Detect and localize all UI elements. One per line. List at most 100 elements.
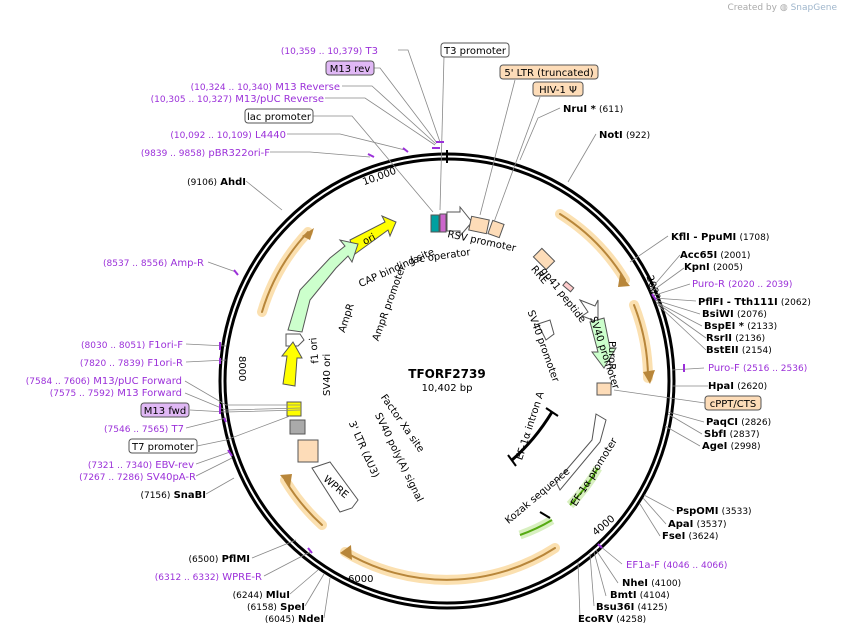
svg-text:(6244) MluI: (6244) MluI <box>233 590 290 601</box>
enzyme-pspomi: PspOMI <box>676 506 718 517</box>
svg-text:Puro-F (2516 .. 2536): Puro-F (2516 .. 2536) <box>708 363 807 374</box>
leader-lac <box>312 115 434 213</box>
enzyme-acc65i: Acc65I <box>680 250 717 261</box>
enzyme-fsei-pos: (3624) <box>688 532 718 542</box>
enzyme-ndei: NdeI <box>298 614 324 625</box>
ef1prom-arrow <box>555 413 607 491</box>
label-f1: f1 ori <box>308 337 321 364</box>
box-m13fwd-bg <box>140 402 190 418</box>
leader-pflfi <box>653 297 697 302</box>
primer-wpre-range: (6312 .. 6332) <box>155 573 219 583</box>
leader-ecorv <box>577 561 581 619</box>
leader-pbr <box>270 151 371 158</box>
ef1intron-bar <box>511 411 554 462</box>
ruler-6000: 6000 <box>348 574 373 585</box>
svg-text:NruI * (611): NruI * (611) <box>563 104 623 115</box>
box-lacprom-bg <box>244 108 314 124</box>
orf-arc-right-core <box>559 213 626 281</box>
enzyme-fsei: FseI <box>662 531 685 542</box>
label-ltr3: 3' LTR (ΔU3) <box>346 419 381 479</box>
ltr5-box <box>468 215 490 235</box>
kozak-marker <box>539 511 551 519</box>
box-t7prom: T7 promoter <box>131 442 195 453</box>
orf-head-5 <box>302 228 314 240</box>
rsv-arrow <box>446 205 473 238</box>
lacop-box <box>430 214 440 233</box>
enzyme-paqci: PaqCI <box>706 417 738 428</box>
box-lacprom: lac promoter <box>247 112 312 123</box>
svg-text:HpaI (2620): HpaI (2620) <box>708 381 767 392</box>
leader-bspei <box>655 301 703 327</box>
box-psi: HIV-1 Ψ <box>539 85 577 96</box>
f1-ori-arrow <box>280 341 303 387</box>
enzyme-bsteii-pos: (2154) <box>742 346 772 356</box>
primer-m13pucf-name: M13/pUC Forward <box>93 376 182 387</box>
mark-l4440 <box>402 147 409 153</box>
enzyme-pflfi: PflFI - Tth111I <box>698 297 778 308</box>
label-sv40ori: SV40 ori <box>322 354 333 396</box>
svg-text:Puro-R (2020 .. 2039): Puro-R (2020 .. 2039) <box>692 279 792 290</box>
wpre-arrow <box>311 461 359 513</box>
primer-f1r-name: F1ori-R <box>147 358 183 369</box>
leader-t3 <box>398 49 441 143</box>
leader-cppt <box>613 389 706 404</box>
svg-text:(10,324 .. 10,340) M13 Revers: (10,324 .. 10,340) M13 Reverse <box>191 82 340 93</box>
leader-m13fwd-set <box>184 380 300 406</box>
leader-rsrii <box>656 302 707 339</box>
leader-snabi <box>205 477 235 495</box>
svg-text:EF1a-F (4046 .. 4066): EF1a-F (4046 .. 4066) <box>626 560 727 571</box>
svg-text:(10,359 .. 10,379) T3: (10,359 .. 10,379) T3 <box>281 46 378 57</box>
primer-t3-range: (10,359 .. 10,379) <box>281 47 362 57</box>
leader-noti <box>567 133 597 183</box>
mark-ampr <box>233 269 239 276</box>
leader-m13rev <box>372 67 438 144</box>
primer-ampr-name: Amp-R <box>171 258 205 269</box>
plasmid-size: 10,402 bp <box>422 383 473 394</box>
mark-pbr <box>367 153 375 158</box>
box-cppt-bg <box>704 395 762 411</box>
enzyme-snabi: SnaBI <box>174 490 206 501</box>
enzyme-ahdi-pos: (9106) <box>187 178 217 188</box>
enzyme-bmti: BmtI <box>610 590 637 601</box>
primer-purof-name: Puro-F <box>708 363 740 374</box>
ltr3-box <box>297 439 319 463</box>
box-5ltr: 5' LTR (truncated) <box>504 68 593 79</box>
psi-box <box>487 219 505 239</box>
label-kozak: Kozak sequence <box>503 466 572 526</box>
enzyme-rsrii-pos: (2136) <box>735 334 765 344</box>
primer-pbr-range: (9839 .. 9858) <box>141 149 205 159</box>
svg-text:(8030 .. 8051) F1ori-F: (8030 .. 8051) F1ori-F <box>81 340 183 351</box>
enzyme-agei-pos: (2998) <box>731 442 761 452</box>
enzyme-pflfi-pos: (2062) <box>781 298 811 308</box>
primer-sv40par-name: SV40pA-R <box>147 472 196 483</box>
box-t7prom-bg <box>128 438 198 454</box>
ef1intron-cap1 <box>545 407 559 417</box>
box-t3prom: T3 promoter <box>443 46 507 57</box>
enzyme-hpai-pos: (2620) <box>737 382 767 392</box>
svg-text:EcoRV (4258): EcoRV (4258) <box>578 614 646 625</box>
amprp-arrow <box>285 333 305 347</box>
primer-m13f-name: M13 Forward <box>117 388 182 399</box>
enzyme-kpni-pos: (2005) <box>713 263 743 273</box>
svg-text:BstEII (2154): BstEII (2154) <box>706 345 772 356</box>
leader-kfli <box>629 235 669 263</box>
enzyme-kfli: KflI - PpuMI <box>671 232 736 243</box>
enzyme-nrui-pos: (611) <box>599 105 623 115</box>
primer-purof-range: (2516 .. 2536) <box>743 364 807 374</box>
svg-text:(9839 .. 9858) pBR322ori-F: (9839 .. 9858) pBR322ori-F <box>141 148 270 159</box>
inner-features <box>280 205 617 513</box>
mark-ebv <box>227 449 233 457</box>
cppt-box <box>596 382 612 396</box>
leader-ebv <box>195 451 231 465</box>
plasmid-name: TFORF2739 <box>408 367 485 381</box>
sv40-ori-box <box>286 401 302 417</box>
label-puror: PuroR <box>606 341 617 370</box>
leader-m13puc-rev <box>325 97 436 146</box>
leader-spei <box>304 573 325 607</box>
leader-l4440 <box>287 133 406 151</box>
box-5ltr-bg <box>499 64 599 80</box>
orf-head-4 <box>280 474 292 487</box>
leader-t3prom <box>439 55 445 211</box>
boxed-labels: M13 rev M13 fwd T3 promoter lac promoter… <box>128 42 762 454</box>
leader-t7 <box>185 417 227 429</box>
